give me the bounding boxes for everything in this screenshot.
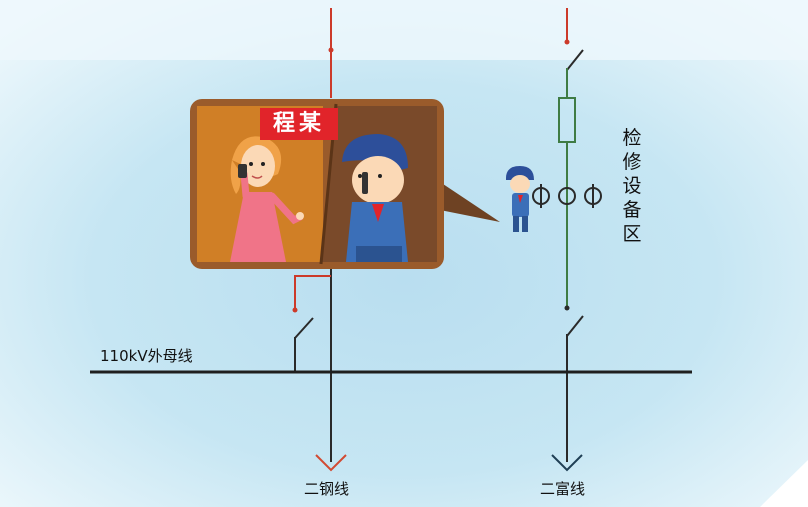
small-worker-icon: [506, 166, 534, 232]
page-corner: [760, 460, 808, 507]
background-top-fade: [0, 0, 808, 60]
grounding-symbol-icon: [532, 184, 602, 208]
line-left-arrow: [315, 454, 347, 472]
balloon-tail: [440, 182, 500, 222]
line-left-circuit: [292, 8, 347, 472]
line-right-arrow: [551, 454, 583, 472]
bus-label: 110kV外母线: [100, 347, 193, 365]
line-right-lower-switch: [566, 315, 584, 337]
line-left-top-dot: [328, 47, 334, 53]
maintenance-zone-label: 检修设备区: [622, 127, 642, 245]
line-right-top-switch: [566, 49, 584, 71]
line-right-circuit: [551, 8, 584, 472]
line-left-branch-dot: [292, 307, 298, 313]
line-right-label: 二富线: [540, 480, 586, 498]
line-left-switch: [294, 317, 314, 339]
telephone-icon: [238, 164, 247, 178]
line-right-lower-dot: [564, 305, 570, 311]
person-name-tag: 程某: [260, 108, 338, 140]
woman-icon: [230, 136, 304, 262]
line-right-top-dot: [564, 39, 570, 45]
worker-icon: [342, 134, 408, 262]
line-left-branch: [294, 275, 331, 310]
line-left-label: 二钢线: [304, 480, 350, 498]
